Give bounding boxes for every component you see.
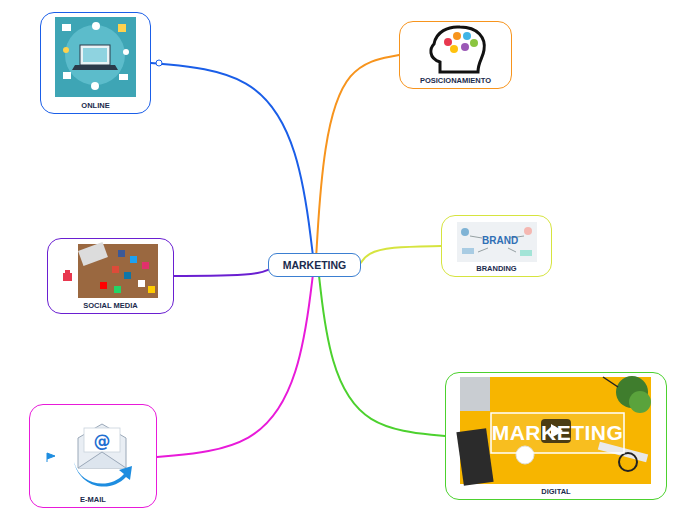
topic-node: ONLINE [40, 12, 151, 114]
posicionamiento-illustration-part [461, 43, 469, 51]
node-label: POSICIONAMIENTO [420, 76, 491, 88]
node-label: MARKETING [283, 259, 347, 271]
posicionamiento-illustration-part [450, 45, 458, 53]
branch-line [316, 55, 399, 253]
social-media-illustration-part [118, 250, 125, 257]
topic-node: DIGITAL [445, 372, 667, 500]
digital-illustration-part [598, 442, 648, 463]
social-media-illustration-part [130, 256, 137, 263]
branding-illustration-part [457, 222, 537, 262]
online-illustration-part [62, 24, 71, 31]
email-illustration-part [78, 424, 126, 468]
email-illustration-part [47, 453, 55, 462]
branding-illustration [457, 222, 537, 262]
social-media-illustration-part [65, 270, 70, 273]
topic-node: E-MAIL [29, 404, 157, 508]
branch-line [319, 277, 445, 436]
online-illustration-part [72, 65, 118, 70]
node-label: ONLINE [81, 101, 109, 113]
social-media-illustration-part [148, 286, 155, 293]
central-topic: MARKETING [268, 253, 361, 277]
social-media-illustration-part [138, 280, 145, 287]
digital-illustration-part [516, 446, 534, 464]
node-label: E-MAIL [80, 495, 106, 507]
email-illustration-part [78, 452, 126, 468]
digital-illustration-part [619, 453, 637, 471]
social-media-illustration-part [142, 262, 149, 269]
branch-line [151, 63, 313, 253]
digital-illustration-part [603, 377, 618, 387]
social-media-illustration-part [112, 266, 119, 273]
social-media-illustration-part [78, 244, 158, 298]
online-illustration-part [65, 25, 125, 85]
online-illustration-part [83, 48, 107, 62]
posicionamiento-illustration-part [444, 38, 452, 46]
posicionamiento-illustration [431, 27, 484, 72]
posicionamiento-illustration-part [463, 32, 471, 40]
node-label: SOCIAL MEDIA [83, 301, 137, 313]
branding-illustration-part [470, 236, 524, 252]
branding-illustration-part [461, 228, 469, 236]
digital-illustration-part [629, 391, 651, 413]
online-illustration [55, 17, 136, 97]
posicionamiento-illustration-part [431, 27, 484, 72]
social-media-illustration-part [114, 286, 121, 293]
digital-illustration-part [460, 377, 490, 411]
email-illustration-part [84, 428, 120, 452]
email-illustration-part [74, 462, 132, 487]
email-illustration: @ [47, 424, 132, 487]
email-illustration-part: @ [94, 431, 111, 451]
topic-node: SOCIAL MEDIA [47, 238, 174, 314]
branding-illustration-part [520, 250, 532, 256]
node-label: DIGITAL [541, 487, 570, 499]
online-illustration-part [118, 24, 126, 32]
online-illustration-part [91, 82, 99, 90]
social-media-illustration-part [100, 282, 107, 289]
social-media-illustration-part [78, 242, 108, 266]
digital-illustration-part [491, 413, 624, 453]
social-media-illustration [63, 242, 158, 298]
branch-line [157, 277, 313, 457]
online-illustration-part [63, 72, 71, 79]
online-illustration-part [119, 74, 128, 80]
collapse-handle [156, 60, 162, 66]
digital-illustration [456, 376, 651, 486]
online-illustration-part [92, 22, 100, 30]
branding-illustration-part [462, 248, 474, 254]
node-label: BRANDING [476, 264, 516, 276]
social-media-illustration-part [124, 272, 131, 279]
online-illustration-part [123, 49, 129, 55]
posicionamiento-illustration-part [453, 32, 461, 40]
social-media-illustration-part [63, 273, 72, 281]
branch-line [361, 246, 441, 263]
topic-node: BRANDING [441, 215, 552, 277]
digital-illustration-part [541, 419, 571, 443]
digital-illustration-part [551, 424, 563, 438]
topic-node: POSICIONAMIENTO [399, 21, 512, 89]
digital-illustration-part [616, 376, 648, 408]
online-illustration-part [55, 17, 136, 97]
branch-line [174, 270, 268, 276]
posicionamiento-illustration-part [470, 39, 478, 47]
digital-illustration-part [456, 428, 493, 486]
digital-illustration-part [460, 377, 651, 484]
online-illustration-part [63, 47, 69, 53]
online-illustration-part [80, 45, 110, 65]
branding-illustration-part [524, 227, 532, 235]
